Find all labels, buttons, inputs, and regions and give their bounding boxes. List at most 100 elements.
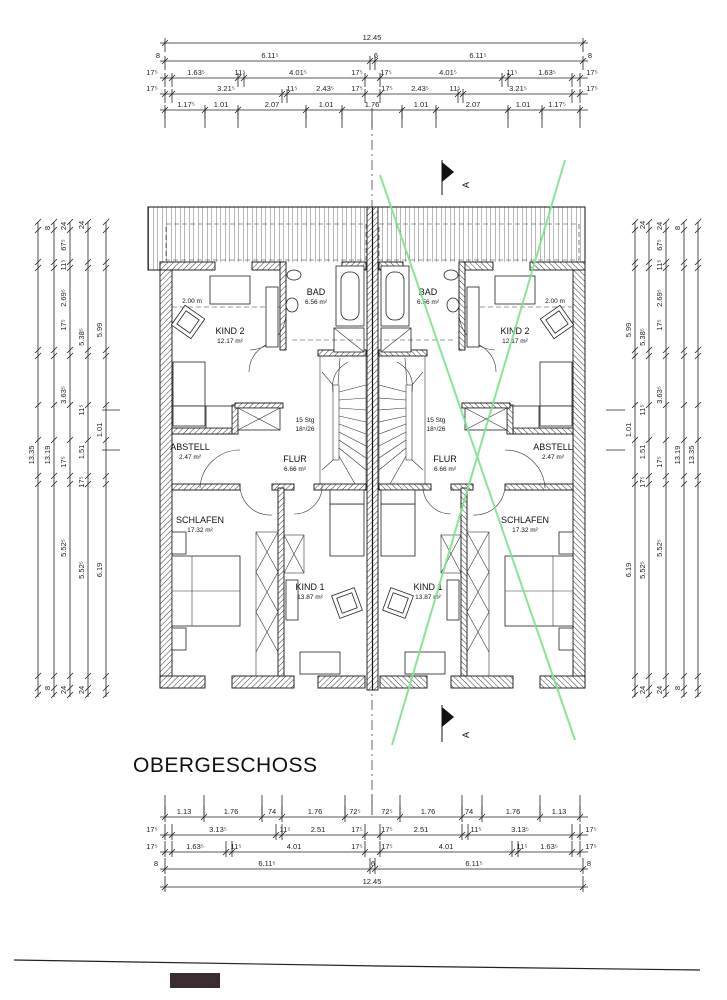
dimension-line [631, 684, 639, 692]
dimension-line [102, 346, 110, 354]
dimension-label: 6.11⁵ [469, 51, 486, 60]
dimension-line [34, 684, 42, 692]
dimension-line [66, 352, 74, 360]
dimension-line [102, 226, 110, 234]
dimension-label: 3.21⁵ [509, 84, 527, 93]
dimension-line [645, 684, 653, 692]
dimension-line [694, 480, 702, 488]
room-name: FLUR [433, 454, 457, 464]
dimension-line [631, 472, 639, 480]
dimension-line [66, 691, 74, 699]
dimension-label: 11⁵ [638, 405, 647, 416]
room-name: KIND 2 [215, 326, 244, 336]
dimension-label: 8 [673, 686, 682, 690]
dimension-line [662, 218, 670, 226]
section-marker-bottom: A [441, 705, 471, 742]
dimension-label: 2.69⁵ [59, 289, 68, 307]
dimension-label: 5.38⁵ [638, 328, 647, 346]
dimension-label: 1.17⁵ [177, 100, 195, 109]
room-name: BAD [307, 287, 326, 297]
dimension-lines [34, 38, 702, 892]
dimension-line [694, 684, 702, 692]
dimension-label: 6 [374, 51, 378, 60]
dimension-label: 5.99 [624, 323, 633, 338]
dimension-label: 17⁵ [585, 842, 596, 851]
room-area: 12.17 m² [217, 338, 243, 345]
dimension-line [645, 672, 653, 680]
dimension-label: 1.63⁵ [540, 842, 558, 851]
dimension-label: 17⁵ [146, 84, 157, 93]
dimension-label: 5.52⁵ [59, 539, 68, 557]
dimension-line [631, 672, 639, 680]
dimension-line [631, 436, 639, 444]
dimension-line [662, 672, 670, 680]
dimension-label: 17⁵ [586, 84, 597, 93]
dimension-label: 3.63⁵ [655, 386, 664, 404]
dimension-label: 17⁵ [59, 456, 68, 467]
dimension-line [102, 672, 110, 680]
dimension-line [34, 346, 42, 354]
dimension-line [645, 472, 653, 480]
dimension-line [50, 226, 58, 234]
dimension-line [84, 480, 92, 488]
dimension-line [102, 436, 110, 444]
dimension-line [662, 691, 670, 699]
room-name: SCHLAFEN [176, 515, 224, 525]
dimension-line [694, 472, 702, 480]
dimension-line [34, 264, 42, 272]
dimension-label: 24 [77, 686, 86, 694]
room-area: 13.87 m² [415, 594, 441, 601]
dimension-line [34, 672, 42, 680]
dimension-label: 1.76 [308, 807, 323, 816]
dimension-label: 67⁵ [59, 239, 68, 250]
dimension-line [645, 264, 653, 272]
dimension-line [50, 691, 58, 699]
dimension-label: 1.01 [319, 100, 334, 109]
dimension-line [102, 401, 110, 409]
dimension-label: 2.51 [311, 825, 326, 834]
dimension-line [50, 480, 58, 488]
dimension-line [84, 226, 92, 234]
dimension-label: 1.76 [365, 100, 380, 109]
dimension-line [662, 472, 670, 480]
dimension-line [680, 352, 688, 360]
dimension-line [66, 218, 74, 226]
dimension-line [66, 401, 74, 409]
room-area: 17.32 m² [187, 527, 213, 534]
dimension-label: 17⁵ [380, 68, 391, 77]
stair-steps: 15 Stg [296, 417, 315, 424]
dimension-label: 12.45 [363, 877, 382, 886]
scan-smudge [170, 973, 220, 988]
dimension-label: 24 [655, 222, 664, 230]
dimension-label: 11⁵ [59, 260, 68, 271]
dimension-line [631, 226, 639, 234]
room-name: SCHLAFEN [501, 515, 549, 525]
dimension-line [631, 264, 639, 272]
dimension-line [694, 401, 702, 409]
dimension-line [694, 346, 702, 354]
room-area: 2.47 m² [179, 454, 202, 461]
dimension-label: 1.63⁵ [538, 68, 556, 77]
page-edge-line [13, 959, 701, 971]
dimension-line [50, 258, 58, 266]
dimension-label: 17⁵ [586, 68, 597, 77]
dimension-line [694, 226, 702, 234]
dimension-label: 5.52⁵ [655, 539, 664, 557]
dimension-label: 67⁵ [655, 239, 664, 250]
room-area: 6.56 m² [305, 299, 328, 306]
dimension-label: 13.35 [27, 446, 36, 465]
room-name: ABSTELL [170, 442, 210, 452]
dimension-line [34, 436, 42, 444]
dimension-line [662, 258, 670, 266]
dimension-label: 4.01 [287, 842, 302, 851]
house-half-right [375, 261, 586, 689]
dimension-line [680, 480, 688, 488]
room-area: 17.32 m² [512, 527, 538, 534]
dimension-label: 2.07 [265, 100, 280, 109]
dimension-label: 17⁵ [381, 84, 392, 93]
section-marker-top: A [441, 160, 471, 195]
dimension-label: 1.01 [516, 100, 531, 109]
dimension-line [50, 472, 58, 480]
dimension-line [680, 218, 688, 226]
dimension-line [84, 684, 92, 692]
